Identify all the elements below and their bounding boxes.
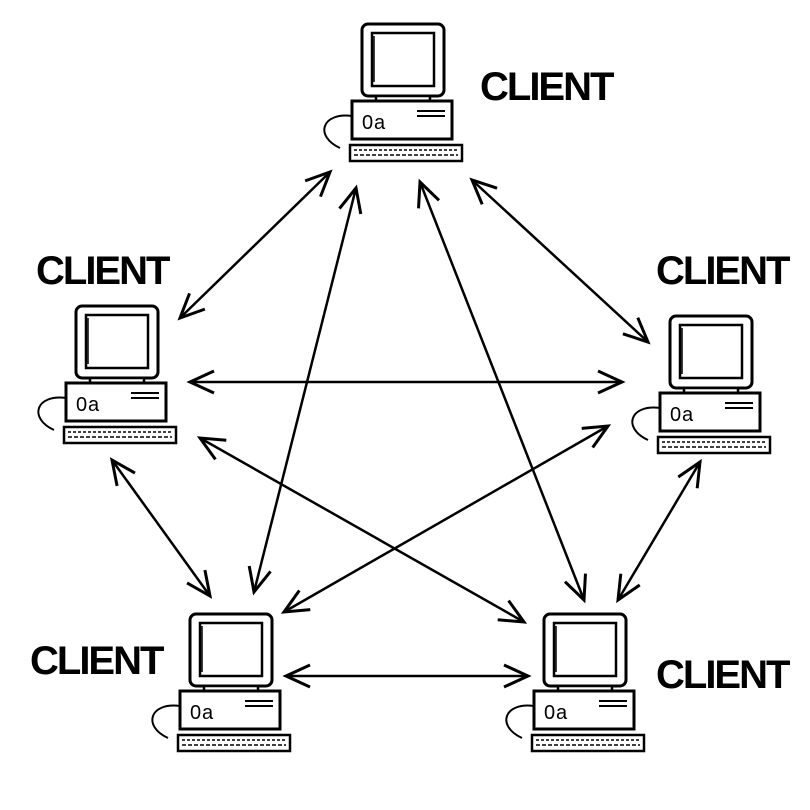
connection-line <box>616 461 702 601</box>
arrowhead <box>581 424 612 449</box>
client-node-right: CLIENT <box>630 249 792 455</box>
connection-arrows <box>109 169 702 689</box>
client-node-bottom-right: CLIENT <box>504 612 792 753</box>
client-node-bottom-left: CLIENT <box>30 612 292 753</box>
arrowhead <box>563 573 587 604</box>
arrowhead <box>338 184 363 215</box>
connection-line <box>179 171 331 319</box>
client-label: CLIENT <box>656 249 790 293</box>
arrowhead <box>497 599 528 624</box>
arrowhead <box>304 169 333 198</box>
arrowhead <box>616 573 641 604</box>
connection-line <box>283 424 609 614</box>
client-node-top: CLIENT <box>322 22 616 163</box>
desktop-computer-icon <box>630 314 772 455</box>
arrowhead <box>247 565 272 596</box>
arrowhead <box>282 663 311 689</box>
desktop-computer-icon <box>36 304 178 445</box>
arrowhead <box>196 436 227 461</box>
arrowhead <box>177 292 206 321</box>
desktop-computer-icon <box>150 612 292 753</box>
arrowhead <box>469 177 498 205</box>
arrowhead <box>186 569 213 599</box>
connection-line <box>110 459 212 597</box>
arrow-right-to-bottom-left <box>280 424 612 614</box>
desktop-computer-icon <box>504 612 646 753</box>
arrowhead <box>622 317 651 345</box>
arrowhead <box>109 457 136 487</box>
arrow-top-to-left <box>177 169 333 321</box>
arrowhead <box>417 178 441 209</box>
client-label: CLIENT <box>480 65 614 109</box>
arrow-top-to-bottom-left <box>247 184 363 596</box>
client-label: CLIENT <box>36 249 170 293</box>
client-nodes: CLIENT CLIENT CLIENT CLIENT CLIENT <box>30 22 792 753</box>
connection-line <box>252 187 358 593</box>
arrowhead <box>280 589 311 614</box>
arrowhead <box>597 369 626 395</box>
arrow-top-to-bottom-right <box>417 178 587 604</box>
arrowhead <box>677 458 702 489</box>
arrow-left-to-right <box>186 369 626 395</box>
client-label: CLIENT <box>656 653 790 697</box>
arrowhead <box>186 369 215 395</box>
connection-line <box>418 181 586 601</box>
client-node-left: CLIENT <box>36 249 178 445</box>
arrow-left-to-bottom-right <box>196 436 528 624</box>
arrow-right-to-bottom-right <box>616 458 702 604</box>
arrowhead <box>503 663 532 689</box>
arrow-left-to-bottom-left <box>109 457 213 599</box>
desktop-computer-icon <box>322 22 464 163</box>
arrow-top-to-right <box>469 177 651 345</box>
connection-line <box>471 179 649 343</box>
client-label: CLIENT <box>30 639 164 683</box>
arrow-bottom-left-to-bottom-right <box>282 663 532 689</box>
connection-line <box>199 436 525 624</box>
